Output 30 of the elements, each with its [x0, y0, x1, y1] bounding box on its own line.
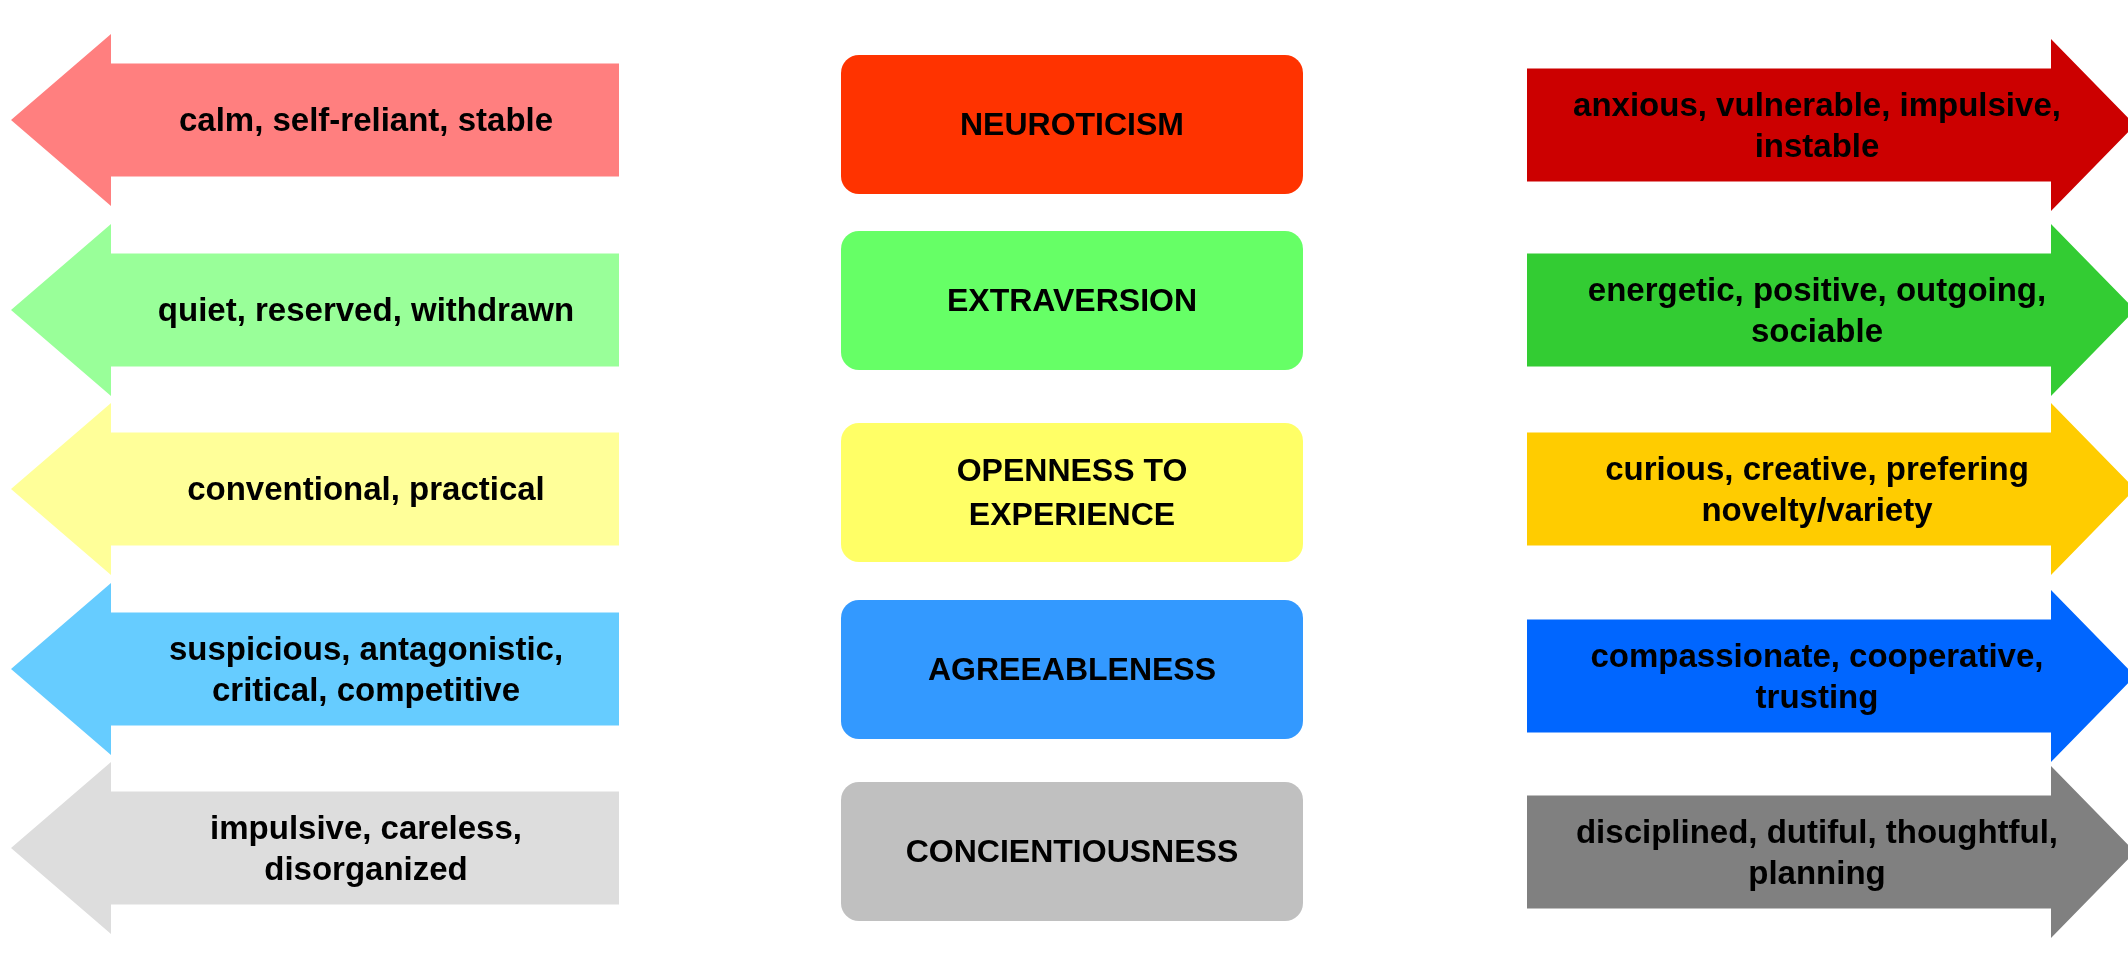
trait-box — [841, 55, 1303, 194]
trait-box — [841, 423, 1303, 562]
trait-name: EXTRAVERSION — [945, 280, 1199, 320]
right-pointing-banner — [1527, 403, 2128, 575]
trait-name: NEUROTICISM — [959, 104, 1185, 144]
right-pointing-banner — [1527, 224, 2128, 396]
left-pointing-banner — [11, 583, 619, 755]
trait-name: CONCIENTIOUSNESS — [904, 831, 1240, 871]
trait-description: quiet, reserved, withdrawn — [157, 290, 575, 331]
left-pointing-banner — [11, 224, 619, 396]
right-pointing-banner — [1527, 766, 2128, 938]
trait-description: calm, self-reliant, stable — [178, 100, 554, 141]
right-pointing-banner — [1527, 39, 2128, 211]
trait-name: AGREEABLENESS — [926, 649, 1217, 689]
trait-name: OPENNESS TO EXPERIENCE — [955, 451, 1189, 534]
trait-description: energetic, positive, outgoing, sociable — [1586, 269, 2048, 351]
trait-box — [841, 600, 1303, 739]
trait-description: conventional, practical — [187, 469, 545, 510]
left-pointing-banner — [11, 762, 619, 934]
trait-description: curious, creative, prefering novelty/variety — [1604, 448, 2030, 530]
right-pointing-banner — [1527, 590, 2128, 762]
trait-description: suspicious, antagonistic, critical, competitive — [167, 628, 565, 710]
trait-description: disciplined, dutiful, thoughtful, planning — [1574, 811, 2060, 893]
left-pointing-banner — [11, 403, 619, 575]
trait-box — [841, 231, 1303, 370]
trait-box — [841, 782, 1303, 921]
trait-description: anxious, vulnerable, impulsive, instable — [1572, 84, 2062, 166]
trait-description: impulsive, careless, disorganized — [209, 807, 523, 889]
left-pointing-banner — [11, 34, 619, 206]
trait-description: compassionate, cooperative, trusting — [1589, 635, 2045, 717]
